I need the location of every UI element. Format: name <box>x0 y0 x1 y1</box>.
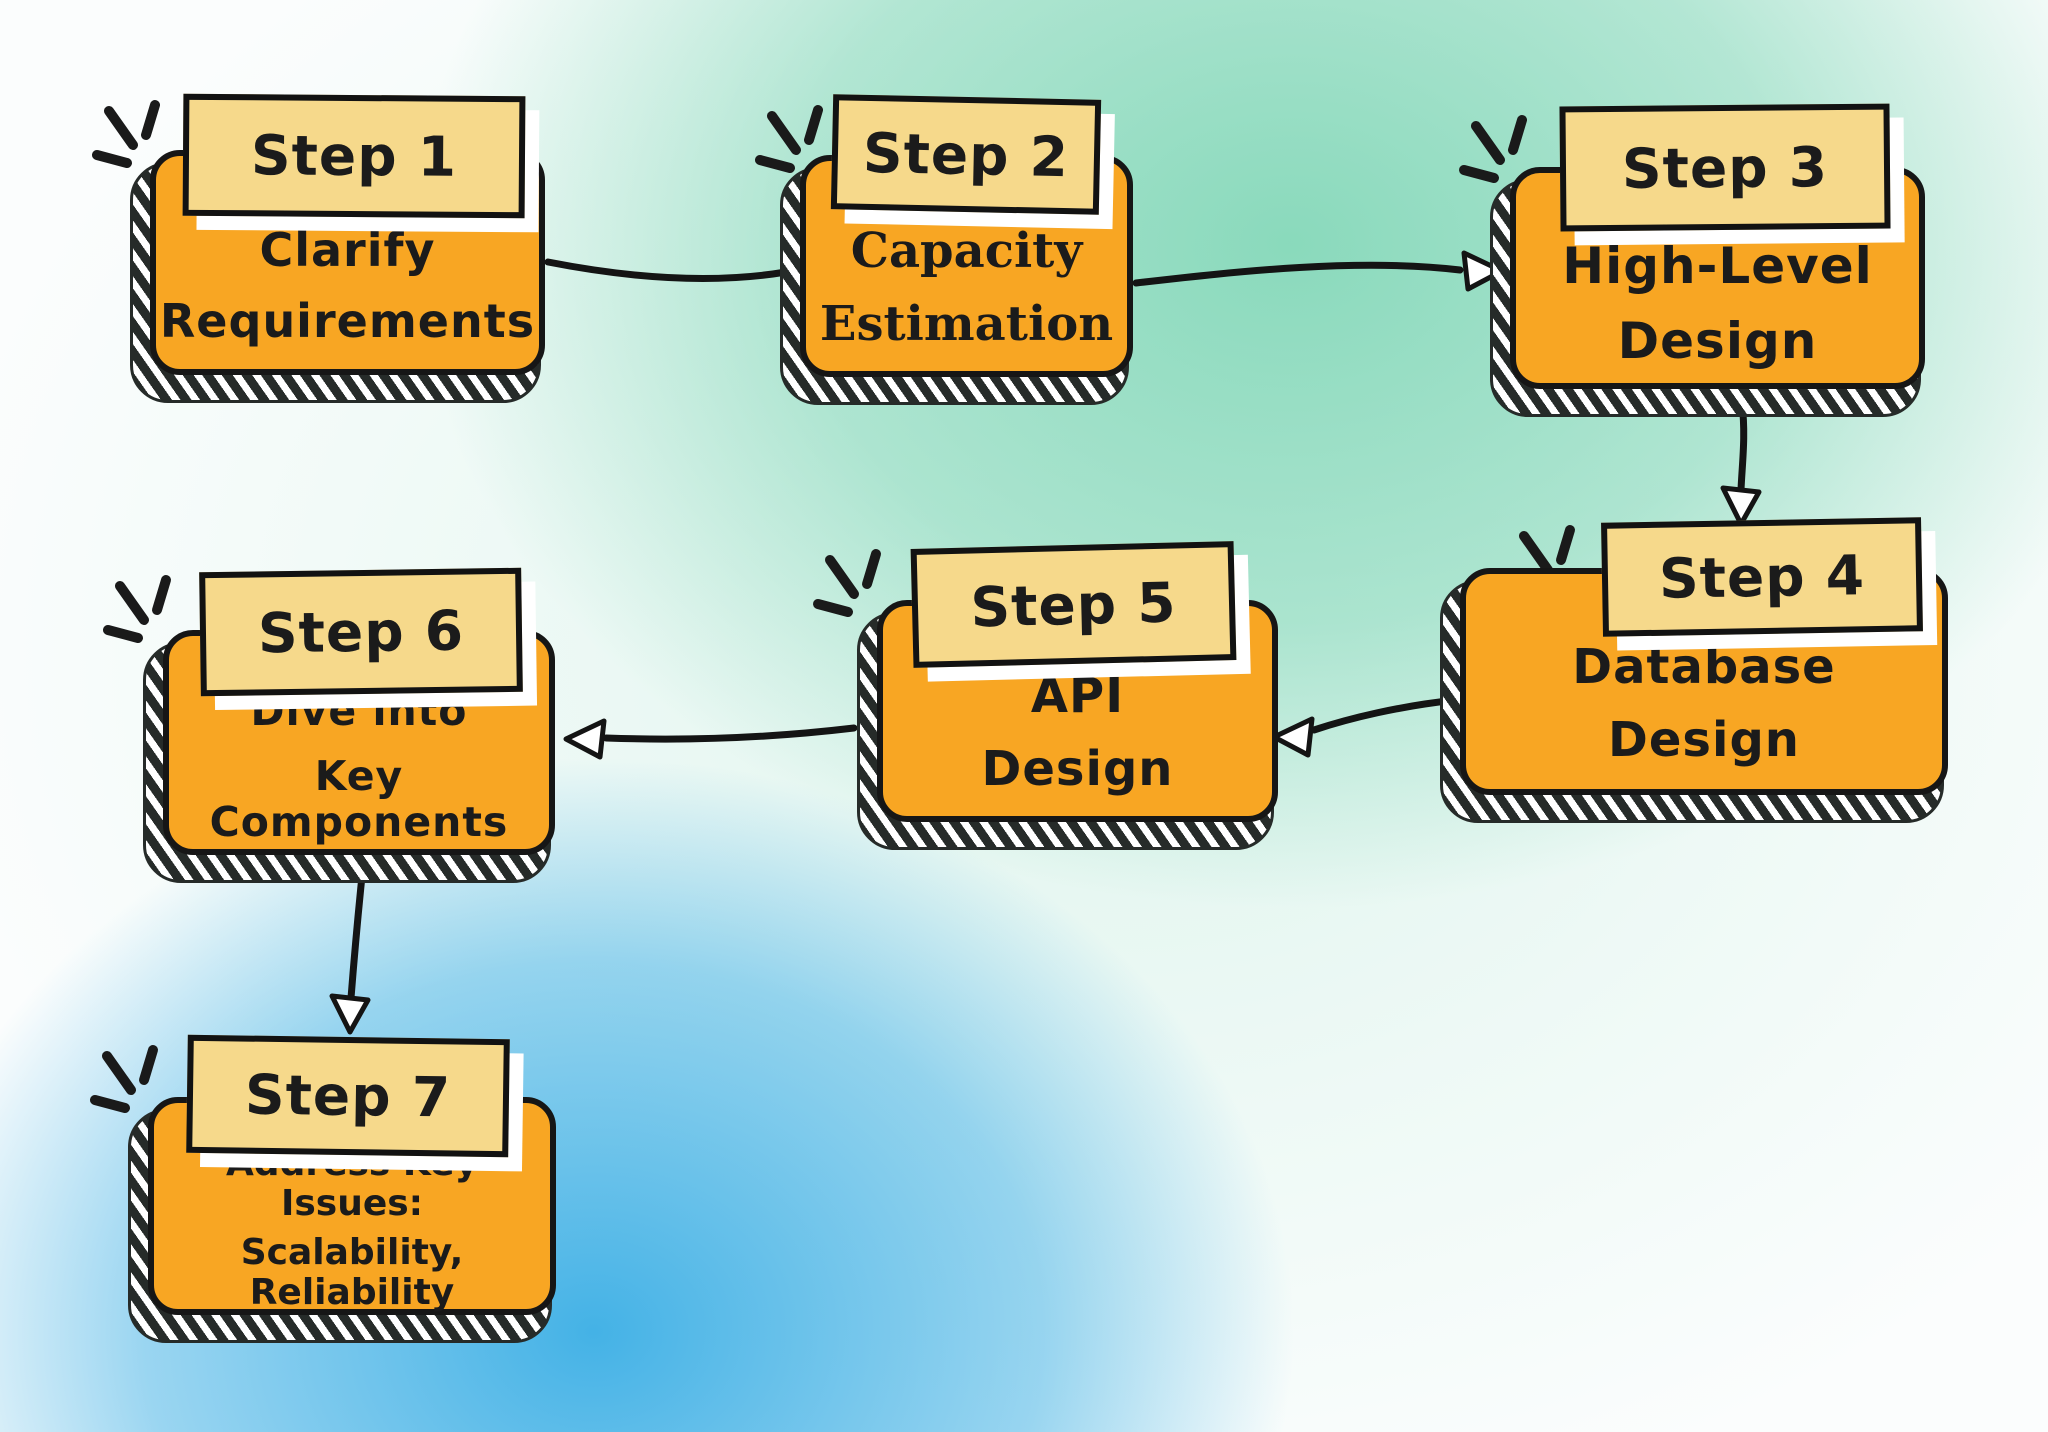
step-title-line2: Estimation <box>819 296 1114 352</box>
arrowhead-step2-step3 <box>1461 250 1505 292</box>
step-title-line1: High-Level <box>1562 236 1873 295</box>
arrowhead-step4-step5 <box>1271 716 1315 758</box>
step-title-line2: Key Components <box>209 752 509 846</box>
sparkle-icon <box>90 1045 158 1113</box>
step-title-line2: Design <box>1617 311 1818 370</box>
sparkle-icon <box>1459 115 1527 183</box>
step-tag-label: Step 1 <box>250 123 458 189</box>
step-title: API Design <box>883 655 1272 812</box>
step-title: Dive into Key Components <box>169 687 549 846</box>
step-node-5: Step 5 API Design <box>857 541 1278 850</box>
sparkle-icon <box>92 100 160 168</box>
step-node-2: Step 2 Capacity Estimation <box>780 94 1133 405</box>
arrow-step4-step5 <box>1310 696 1460 734</box>
arrowhead-step3-step4 <box>1720 485 1762 527</box>
arrowhead-step5-step6 <box>563 718 607 760</box>
step-title: High-Level Design <box>1516 227 1919 379</box>
step-node-6: Step 6 Dive into Key Components <box>143 567 555 883</box>
step-node-3: Step 3 High-Level Design <box>1490 103 1925 417</box>
step-title-line2: Design <box>981 741 1174 797</box>
step-title: Database Design <box>1466 623 1942 785</box>
step-tag-label: Step 7 <box>244 1062 452 1130</box>
step-title: Address Key Issues: Scalability, Reliabi… <box>154 1143 550 1312</box>
step-title: Capacity Estimation <box>806 210 1127 367</box>
sparkle-icon <box>103 575 171 643</box>
step-title-line2: Requirements <box>159 294 536 348</box>
step-tag: Step 3 <box>1559 103 1891 232</box>
arrow-step1-step2 <box>544 258 790 282</box>
step-title-line1: API <box>1030 668 1125 725</box>
arrow-step2-step3 <box>1132 261 1464 287</box>
step-title-line1: Clarify <box>259 223 436 278</box>
step-tag-label: Step 5 <box>969 569 1178 640</box>
step-tag: Step 2 <box>830 94 1102 215</box>
step-tag: Step 6 <box>199 567 523 697</box>
arrow-step6-step7 <box>347 872 366 1002</box>
arrow-step5-step6 <box>602 724 858 743</box>
step-tag: Step 1 <box>182 93 526 219</box>
step-title-line2: Scalability, Reliability <box>240 1231 464 1313</box>
sparkle-icon <box>813 549 881 617</box>
step-node-4: Step 4 Database Design <box>1440 517 1948 823</box>
step-tag: Step 4 <box>1601 517 1923 637</box>
step-node-7: Step 7 Address Key Issues: Scalability, … <box>128 1034 556 1343</box>
sparkle-icon <box>755 105 823 173</box>
step-title-line1: Database <box>1572 638 1836 695</box>
step-tag-label: Step 6 <box>257 598 465 666</box>
step-title-line1: Address Key Issues: <box>225 1142 479 1225</box>
step-title: Clarify Requirements <box>156 208 539 365</box>
step-node-1: Step 1 Clarify Requirements <box>130 93 545 403</box>
step-title-line1: Capacity <box>850 223 1083 280</box>
arrowhead-step6-step7 <box>329 993 371 1035</box>
step-tag: Step 7 <box>186 1034 510 1158</box>
step-title-line1: Dive into <box>250 687 468 736</box>
step-tag-label: Step 2 <box>862 120 1070 189</box>
step-tag: Step 5 <box>910 541 1237 668</box>
step-title-line2: Design <box>1608 711 1800 768</box>
step-tag-label: Step 3 <box>1621 134 1829 201</box>
step-tag-label: Step 4 <box>1658 543 1866 611</box>
